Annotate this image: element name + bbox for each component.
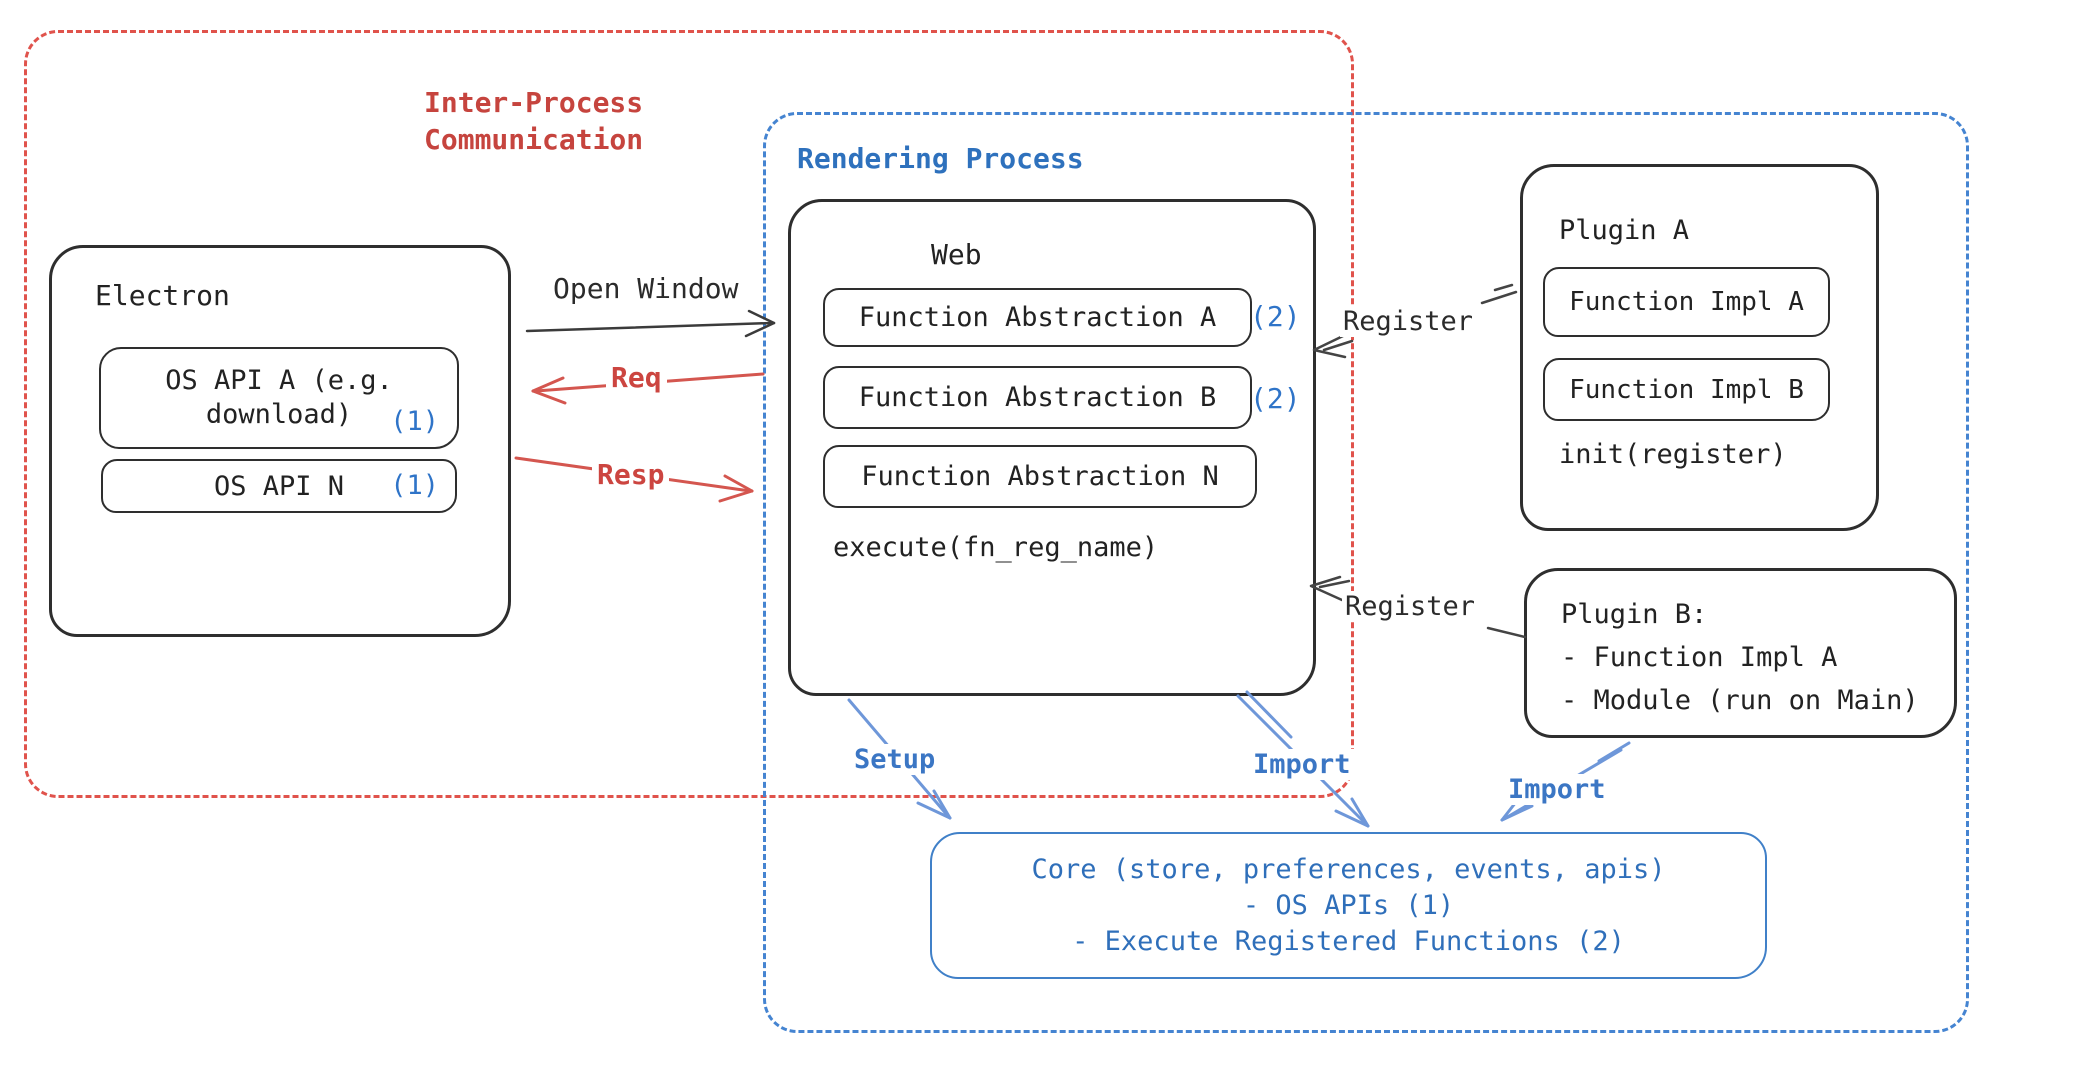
register-plugin-b-label: Register: [1342, 591, 1479, 622]
core-line-2: - OS APIs (1): [1242, 889, 1455, 921]
function-abstraction-a-box: Function Abstraction A: [823, 288, 1252, 347]
plugin-a-box: Plugin A Function Impl A Function Impl B…: [1520, 164, 1879, 531]
open-window-label: Open Window: [550, 272, 742, 305]
core-line-1: Core (store, preferences, events, apis): [1031, 853, 1666, 885]
electron-box: Electron OS API A (e.g. download) (1) OS…: [49, 245, 511, 637]
function-impl-b-box: Function Impl B: [1543, 358, 1830, 421]
setup-label: Setup: [850, 744, 940, 775]
plugin-b-title: Plugin B:: [1561, 599, 1708, 630]
import-web-label: Import: [1249, 749, 1355, 780]
os-api-n-box: OS API N (1): [101, 459, 457, 513]
os-api-a-box: OS API A (e.g. download) (1): [99, 347, 459, 449]
resp-label: Resp: [592, 458, 670, 491]
plugin-a-title: Plugin A: [1559, 215, 1690, 246]
ipc-region-frame: [24, 30, 1354, 798]
function-abstraction-b-box: Function Abstraction B: [823, 366, 1252, 429]
plugin-a-init-label: init(register): [1559, 439, 1787, 470]
function-abstraction-b-badge: (2): [1250, 382, 1301, 415]
rendering-region-label: Rendering Process: [797, 142, 1084, 175]
os-api-a-line2: download): [205, 399, 353, 430]
electron-title: Electron: [95, 279, 230, 312]
register-plugin-a-label: Register: [1340, 306, 1477, 337]
web-title: Web: [931, 238, 982, 271]
plugin-b-box: Plugin B: - Function Impl A - Module (ru…: [1524, 568, 1957, 738]
plugin-b-item-impl-a: - Function Impl A: [1561, 642, 1838, 673]
req-label: Req: [606, 361, 667, 394]
import-plugin-b-label: Import: [1504, 774, 1610, 805]
core-line-3: - Execute Registered Functions (2): [1072, 925, 1625, 957]
function-abstraction-n-box: Function Abstraction N: [823, 445, 1257, 508]
os-api-a-badge: (1): [390, 406, 439, 437]
web-box: Web Function Abstraction A (2) Function …: [788, 199, 1316, 696]
os-api-n-badge: (1): [390, 470, 439, 501]
execute-label: execute(fn_reg_name): [833, 532, 1159, 563]
ipc-region-label: Inter-Process Communication: [424, 86, 644, 156]
rendering-region-frame: [763, 112, 1969, 1033]
function-impl-a-box: Function Impl A: [1543, 267, 1830, 337]
function-abstraction-a-badge: (2): [1250, 300, 1301, 333]
plugin-b-item-module: - Module (run on Main): [1561, 685, 1919, 716]
os-api-a-line1: OS API A (e.g.: [165, 365, 393, 396]
core-box: Core (store, preferences, events, apis) …: [930, 832, 1767, 979]
os-api-n-label: OS API N: [213, 470, 345, 502]
